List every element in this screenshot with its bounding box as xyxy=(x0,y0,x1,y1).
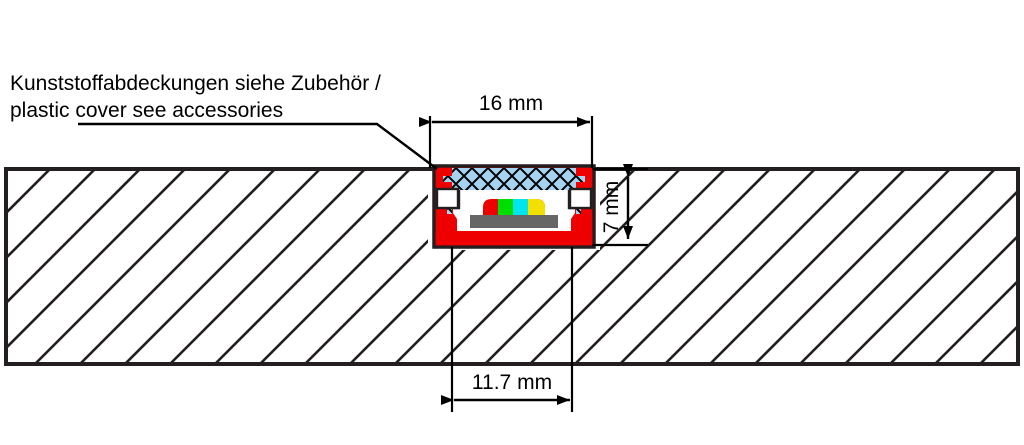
led-chip xyxy=(483,199,545,215)
recess-width-dimension: 11.7 mm xyxy=(441,247,574,412)
height-dim-label: 7 mm xyxy=(600,181,623,234)
width-dim-label: 16 mm xyxy=(479,92,543,115)
profile-inner-fingers xyxy=(432,164,596,249)
cover-note-line-1: Kunststoffabdeckungen siehe Zubehör / xyxy=(10,72,381,95)
hatch-lines xyxy=(6,169,1018,364)
recess-dim-label: 11.7 mm xyxy=(472,371,552,394)
cover-note-line-2: plastic cover see accessories xyxy=(10,99,283,122)
height-dimension: 7 mm xyxy=(592,164,648,247)
cover-note-leader xyxy=(78,122,438,170)
width-dimension: 16 mm xyxy=(419,92,594,168)
cover-note: Kunststoffabdeckungen siehe Zubehör / pl… xyxy=(10,72,438,170)
led-strip-pcb xyxy=(470,215,558,228)
